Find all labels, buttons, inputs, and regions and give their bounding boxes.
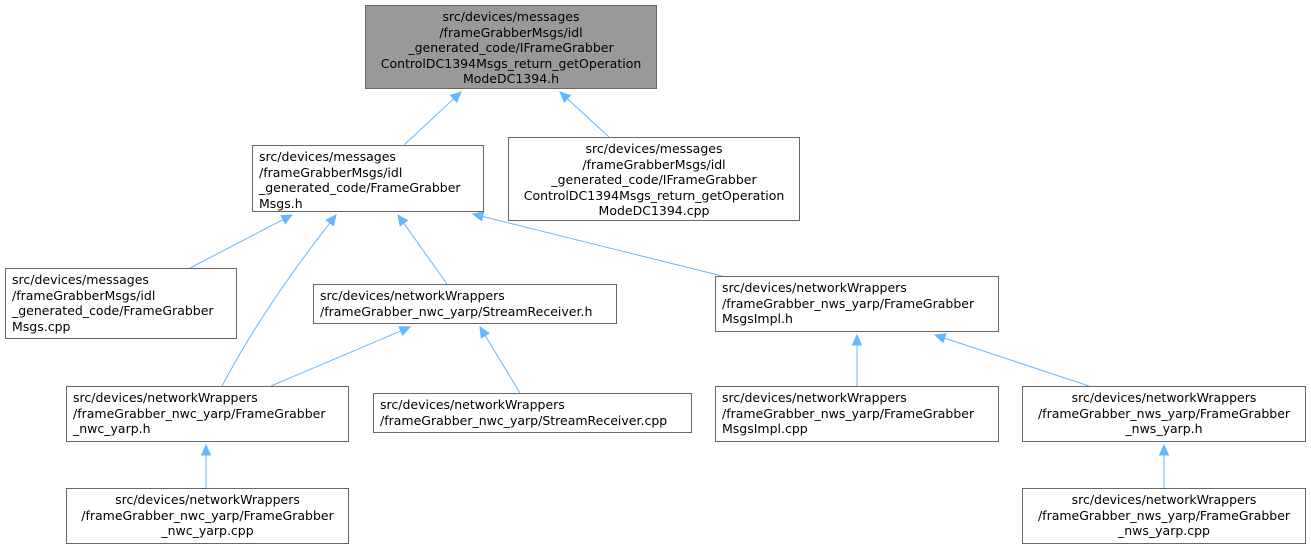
edge-msgs_cpp-to-msgs_h bbox=[189, 214, 294, 269]
node-label-line: ControlDC1394Msgs_return_getOperation bbox=[523, 187, 785, 203]
edge-arrowhead bbox=[933, 333, 947, 344]
edge-arrowhead bbox=[471, 211, 485, 222]
node-label-line: /frameGrabber_nwc_yarp/FrameGrabber bbox=[73, 405, 326, 421]
node-label-line: _nwc_yarp.cpp bbox=[161, 523, 254, 538]
node-label-line: _generated_code/FrameGrabber bbox=[259, 180, 461, 195]
node-label-line: /frameGrabberMsgs/idl bbox=[259, 164, 403, 180]
node-framegrabbermsgsimpl-cpp[interactable]: src/devices/networkWrappers/frameGrabber… bbox=[715, 386, 999, 442]
node-label-line: Msgs.h bbox=[259, 195, 303, 211]
node-label-line: /frameGrabber_nwc_yarp/FrameGrabber bbox=[81, 507, 334, 523]
node-label-line: /frameGrabber_nws_yarp/FrameGrabber bbox=[1037, 507, 1291, 523]
node-framegrabber-nwc-yarp-cpp[interactable]: src/devices/networkWrappers/frameGrabber… bbox=[66, 488, 349, 544]
node-label-line: ControlDC1394Msgs_return_getOperation bbox=[380, 55, 642, 71]
edge-stream_receiver_h-to-msgs_h bbox=[397, 214, 448, 285]
node-label-line: src/devices/networkWrappers bbox=[1071, 492, 1257, 507]
edge-line bbox=[189, 219, 284, 269]
node-label-line: src/devices/networkWrappers bbox=[320, 288, 505, 303]
edge-line bbox=[944, 337, 1090, 387]
node-streamreceiver-h[interactable]: src/devices/networkWrappers/frameGrabber… bbox=[313, 284, 617, 324]
edge-arrowhead bbox=[479, 325, 490, 339]
node-label-line: _generated_code/FrameGrabber bbox=[12, 303, 214, 318]
node-label-line: MsgsImpl.h bbox=[722, 311, 793, 326]
node-label-line: /frameGrabber_nwc_yarp/StreamReceiver.h bbox=[320, 303, 593, 319]
edge-nwc_yarp_cpp-to-nwc_yarp_h bbox=[200, 443, 212, 488]
node-framegrabber-nwc-yarp-h[interactable]: src/devices/networkWrappers/frameGrabber… bbox=[66, 386, 349, 442]
node-label-line: /frameGrabber_nws_yarp/FrameGrabber bbox=[1037, 405, 1291, 421]
edge-line bbox=[567, 98, 610, 138]
node-label-line: src/devices/messages bbox=[442, 9, 580, 24]
node-label-line: src/devices/networkWrappers bbox=[722, 280, 907, 295]
edge-nws_yarp_cpp-to-nws_yarp_h bbox=[1158, 443, 1170, 488]
node-label-line: /frameGrabberMsgs/idl bbox=[582, 156, 726, 172]
edge-msgs_h-to-root bbox=[403, 91, 462, 146]
edge-arrowhead bbox=[851, 333, 863, 346]
edge-arrowhead bbox=[449, 91, 462, 104]
edge-arrowhead bbox=[280, 214, 294, 225]
edge-line bbox=[221, 222, 331, 387]
node-label-line: _nws_yarp.cpp bbox=[1117, 523, 1210, 538]
edge-arrowhead bbox=[398, 326, 412, 336]
edge-stream_receiver_cpp-to-stream_receiver_h bbox=[479, 325, 521, 394]
node-label-line: ModeDC1394.cpp bbox=[598, 203, 710, 218]
node-label-line: src/devices/networkWrappers bbox=[115, 492, 300, 507]
node-label-line: /frameGrabber_nws_yarp/FrameGrabber bbox=[722, 405, 975, 421]
node-label-line: _generated_code/IFrameGrabber bbox=[408, 40, 614, 55]
node-label-line: MsgsImpl.cpp bbox=[722, 421, 808, 436]
node-label-line: src/devices/networkWrappers bbox=[1071, 390, 1257, 405]
node-label-line: src/devices/networkWrappers bbox=[722, 390, 907, 405]
node-label-line: /frameGrabberMsgs/idl bbox=[439, 24, 583, 40]
node-label-line: src/devices/messages bbox=[259, 149, 396, 164]
node-framegrabbermsgs-cpp[interactable]: src/devices/messages/frameGrabberMsgs/id… bbox=[5, 268, 237, 339]
edge-nwc_yarp_h-to-msgs_h bbox=[221, 214, 337, 387]
node-streamreceiver-cpp[interactable]: src/devices/networkWrappers/frameGrabber… bbox=[373, 393, 692, 433]
edge-arrowhead bbox=[200, 443, 212, 456]
node-label-line: src/devices/messages bbox=[585, 141, 723, 156]
node-label-line: Msgs.cpp bbox=[12, 318, 71, 334]
node-root-header[interactable]: src/devices/messages/frameGrabberMsgs/id… bbox=[365, 5, 657, 89]
node-label-line: src/devices/messages bbox=[12, 272, 149, 287]
edge-msgs_impl_h-to-msgs_h bbox=[471, 211, 723, 277]
node-label-line: src/devices/networkWrappers bbox=[73, 390, 258, 405]
edge-nwc_yarp_h-to-stream_receiver_h bbox=[270, 326, 412, 387]
node-label-line: /frameGrabber_nws_yarp/FrameGrabber bbox=[722, 295, 975, 311]
edge-line bbox=[484, 335, 521, 394]
edge-arrowhead bbox=[397, 214, 409, 227]
node-label-line: ModeDC1394.h bbox=[462, 71, 560, 86]
edge-line bbox=[403, 222, 448, 285]
edge-arrowhead bbox=[559, 91, 572, 103]
node-label-line: _generated_code/IFrameGrabber bbox=[551, 172, 757, 187]
node-framegrabber-nws-yarp-h[interactable]: src/devices/networkWrappers/frameGrabber… bbox=[1022, 386, 1306, 442]
edge-arrowhead bbox=[325, 214, 337, 227]
edge-root_cpp-to-root bbox=[559, 91, 610, 138]
edge-line bbox=[270, 330, 401, 387]
node-framegrabbermsgs-h[interactable]: src/devices/messages/frameGrabberMsgs/id… bbox=[252, 145, 484, 212]
node-root-cpp[interactable]: src/devices/messages/frameGrabberMsgs/id… bbox=[508, 137, 800, 221]
edge-nws_yarp_h-to-msgs_impl_h bbox=[933, 333, 1090, 387]
edge-line bbox=[482, 215, 723, 277]
edge-arrowhead bbox=[1158, 443, 1170, 456]
node-framegrabbermsgsimpl-h[interactable]: src/devices/networkWrappers/frameGrabber… bbox=[715, 276, 999, 332]
node-label-line: _nwc_yarp.h bbox=[73, 421, 151, 436]
node-framegrabber-nws-yarp-cpp[interactable]: src/devices/networkWrappers/frameGrabber… bbox=[1022, 488, 1306, 544]
node-label-line: _nws_yarp.h bbox=[1125, 421, 1203, 436]
edge-line bbox=[403, 98, 455, 146]
node-label-line: /frameGrabberMsgs/idl bbox=[12, 287, 156, 303]
edge-msgs_impl_cpp-to-msgs_impl_h bbox=[851, 333, 863, 386]
node-label-line: /frameGrabber_nwc_yarp/StreamReceiver.cp… bbox=[380, 412, 668, 428]
node-label-line: src/devices/networkWrappers bbox=[380, 397, 565, 412]
